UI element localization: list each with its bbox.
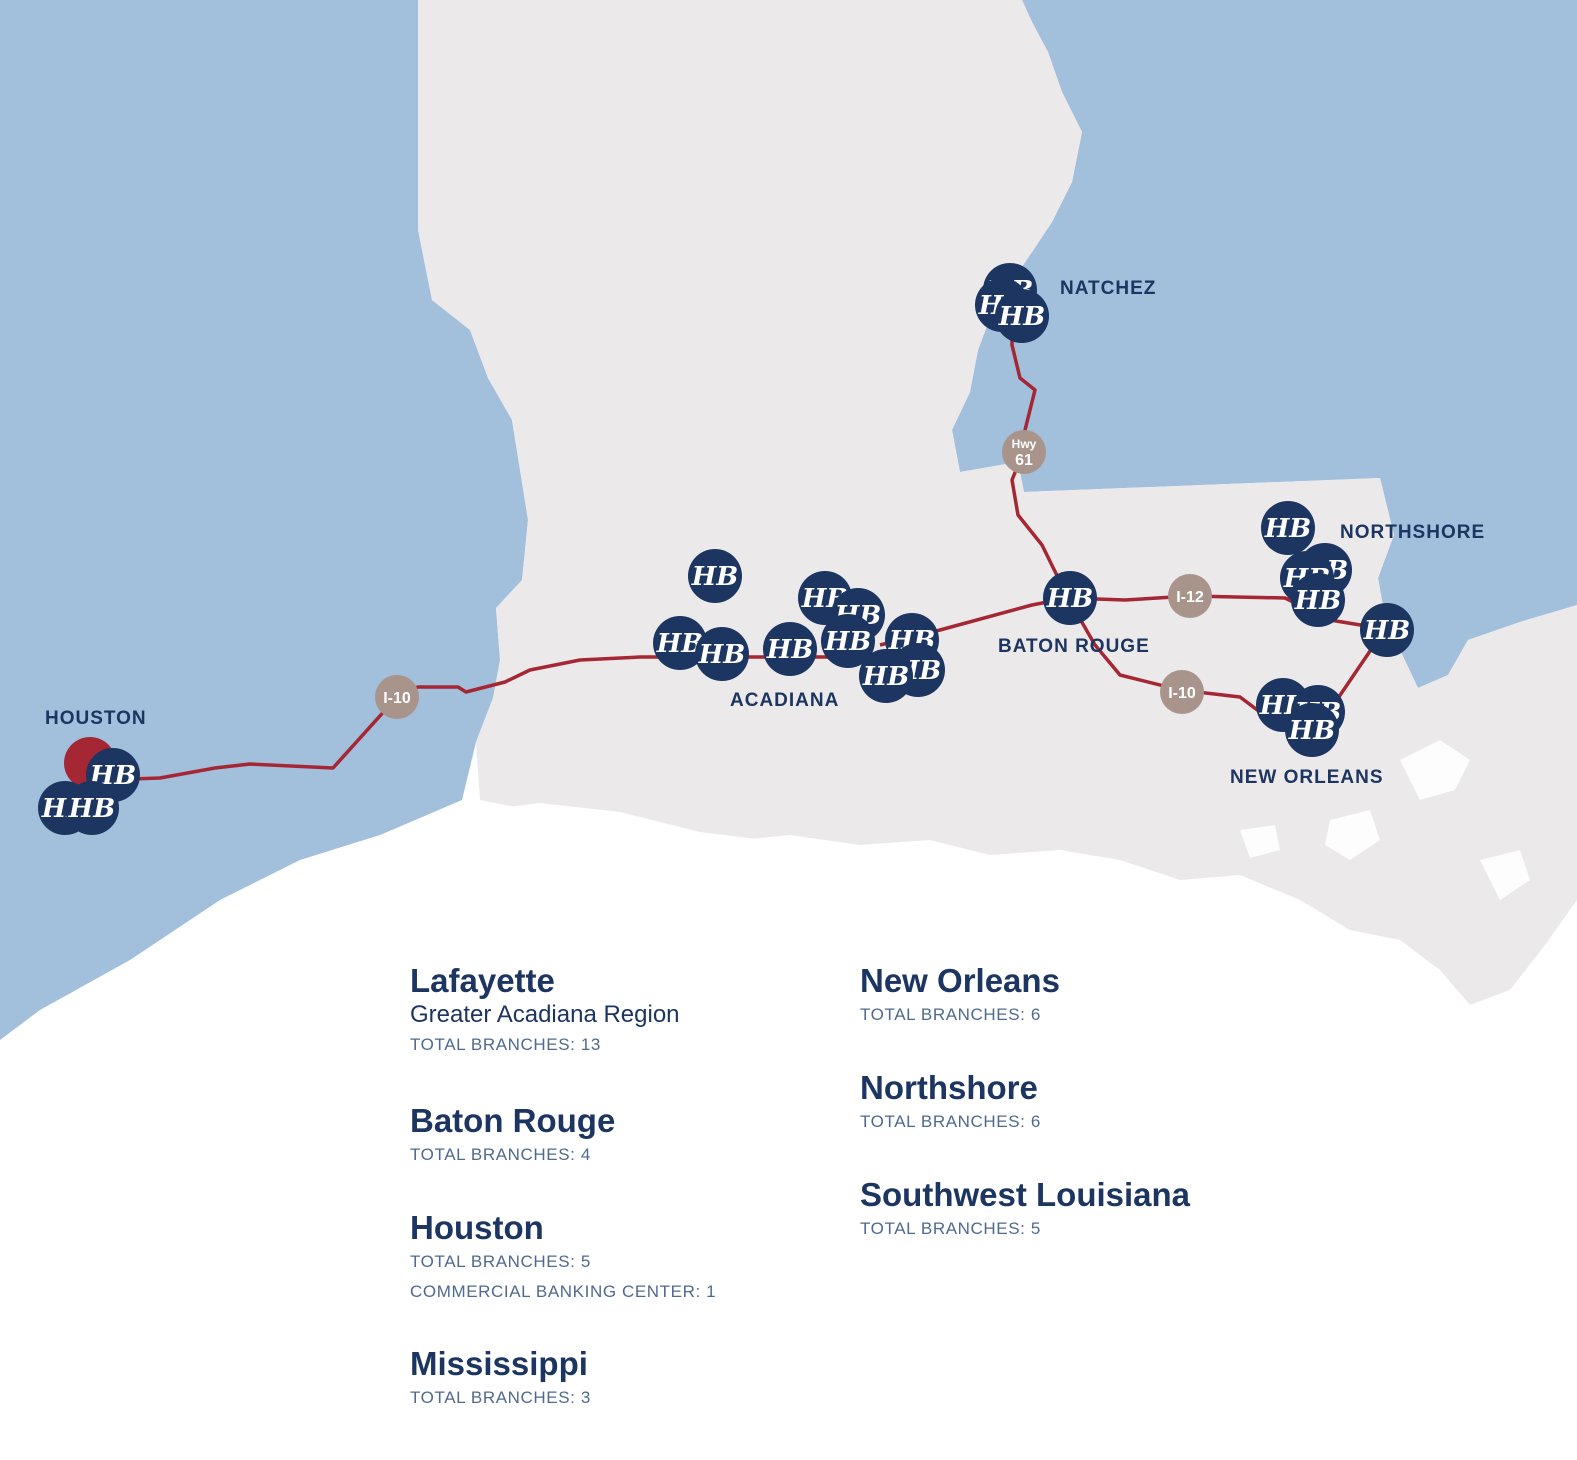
highway-shield-i12: I-12	[1168, 574, 1212, 618]
svg-text:61: 61	[1015, 452, 1033, 469]
svg-text:I-10: I-10	[383, 690, 411, 707]
legend-right-column: New Orleans TOTAL BRANCHES: 6 Northshore…	[860, 962, 1360, 1256]
branch-marker[interactable]: HB	[1360, 603, 1414, 657]
legend-entry-new-orleans[interactable]: New Orleans TOTAL BRANCHES: 6	[860, 962, 1360, 1069]
northeast-water	[952, 0, 1577, 688]
branch-marker[interactable]: HB	[859, 649, 913, 703]
louisiana-land	[418, 0, 1577, 1005]
legend-subtitle: Greater Acadiana Region	[410, 1001, 680, 1028]
hb-logo-icon: HB	[998, 302, 1046, 332]
branch-marker-circle	[688, 549, 742, 603]
hb-logo-icon: HB	[1363, 616, 1411, 646]
svg-text:Hwy: Hwy	[1012, 437, 1037, 451]
highway-shield-hwy61: Hwy 61	[1002, 430, 1046, 474]
legend-name: Northshore	[860, 1069, 1038, 1106]
branch-marker-circle	[1360, 603, 1414, 657]
branch-marker-circle	[821, 614, 875, 668]
hb-logo-icon: HB	[698, 640, 746, 670]
branch-marker[interactable]: HB	[653, 616, 707, 670]
delta-water	[1240, 740, 1530, 900]
legend-entry-northshore[interactable]: Northshore TOTAL BRANCHES: 6	[860, 1069, 1360, 1176]
branch-marker[interactable]: HB	[763, 622, 817, 676]
legend-name: New Orleans	[860, 962, 1060, 999]
branch-marker[interactable]: HB	[821, 614, 875, 668]
region-label-houston: HOUSTON	[45, 708, 147, 729]
branch-marker-circle	[1285, 703, 1339, 757]
hb-logo-icon: HB	[862, 662, 910, 692]
legend-stat: TOTAL BRANCHES: 4	[410, 1145, 591, 1164]
legend-entry-houston[interactable]: Houston TOTAL BRANCHES: 5 COMMERCIAL BAN…	[410, 1209, 830, 1345]
region-label-new-orleans: NEW ORLEANS	[1230, 767, 1384, 788]
hb-logo-icon: HB	[68, 794, 116, 824]
hb-logo-icon: HB	[691, 562, 739, 592]
legend-name: Lafayette	[410, 962, 555, 999]
legend-left-column: Lafayette Greater Acadiana Region TOTAL …	[410, 962, 830, 1425]
legend-name: Southwest Louisiana	[860, 1176, 1191, 1213]
region-label-baton-rouge: BATON ROUGE	[998, 636, 1150, 657]
legend-stat: TOTAL BRANCHES: 3	[410, 1388, 591, 1407]
branch-marker[interactable]: HB	[65, 781, 119, 835]
branch-marker-circle	[1291, 573, 1345, 627]
gulf-of-mexico	[0, 803, 1577, 1460]
legend-entry-lafayette[interactable]: Lafayette Greater Acadiana Region TOTAL …	[410, 962, 830, 1102]
branch-marker-circle	[763, 622, 817, 676]
branch-marker-circle	[995, 289, 1049, 343]
branch-marker-circle	[65, 781, 119, 835]
region-label-northshore: NORTHSHORE	[1340, 522, 1485, 543]
legend-entry-southwest-louisiana[interactable]: Southwest Louisiana TOTAL BRANCHES: 5	[860, 1176, 1360, 1256]
branch-marker-circle	[1261, 501, 1315, 555]
hb-logo-icon: HB	[1294, 586, 1342, 616]
region-labels: HOUSTON NATCHEZ NORTHSHORE ACADIANA BATO…	[45, 278, 1485, 788]
legend-stat-commercial: COMMERCIAL BANKING CENTER: 1	[410, 1282, 717, 1301]
legend-entry-mississippi[interactable]: Mississippi TOTAL BRANCHES: 3	[410, 1345, 830, 1425]
branch-markers: HBHBHBHBHBHBHBHBHBHBHBHBHBHBHBHBHBHBHBHB…	[38, 263, 1414, 835]
branch-marker[interactable]: HB	[1261, 501, 1315, 555]
hb-logo-icon: HB	[1264, 514, 1312, 544]
branch-marker[interactable]: HB	[1291, 573, 1345, 627]
branch-marker[interactable]: HB	[995, 289, 1049, 343]
highway-shield-i10-west: I-10	[375, 675, 419, 719]
highway-shield-i10-east: I-10	[1160, 670, 1204, 714]
legend-stat: TOTAL BRANCHES: 5	[410, 1252, 591, 1271]
hb-logo-icon: HB	[766, 635, 814, 665]
branch-marker[interactable]: HB	[688, 549, 742, 603]
branch-marker-circle	[859, 649, 913, 703]
legend-stat: TOTAL BRANCHES: 5	[860, 1219, 1041, 1238]
legend-stat: TOTAL BRANCHES: 6	[860, 1112, 1041, 1131]
region-label-natchez: NATCHEZ	[1060, 278, 1156, 299]
hb-logo-icon: HB	[1046, 584, 1094, 614]
legend-stat: TOTAL BRANCHES: 6	[860, 1005, 1041, 1024]
region-label-acadiana: ACADIANA	[730, 690, 839, 711]
branch-marker-circle	[653, 616, 707, 670]
hb-logo-icon: HB	[1288, 716, 1336, 746]
legend-name: Mississippi	[410, 1345, 588, 1382]
branch-marker-circle	[1043, 571, 1097, 625]
legend-stat: TOTAL BRANCHES: 13	[410, 1035, 601, 1054]
branch-marker[interactable]: HB	[1043, 571, 1097, 625]
branch-marker[interactable]: HB	[695, 627, 749, 681]
branch-marker[interactable]: HB	[1285, 703, 1339, 757]
legend-name: Baton Rouge	[410, 1102, 616, 1139]
legend-entry-baton-rouge[interactable]: Baton Rouge TOTAL BRANCHES: 4	[410, 1102, 830, 1209]
svg-text:I-12: I-12	[1176, 589, 1204, 606]
branch-marker-circle	[695, 627, 749, 681]
legend-name: Houston	[410, 1209, 544, 1246]
hb-logo-icon: HB	[824, 627, 872, 657]
route-i12	[1067, 594, 1386, 631]
svg-text:I-10: I-10	[1168, 685, 1196, 702]
